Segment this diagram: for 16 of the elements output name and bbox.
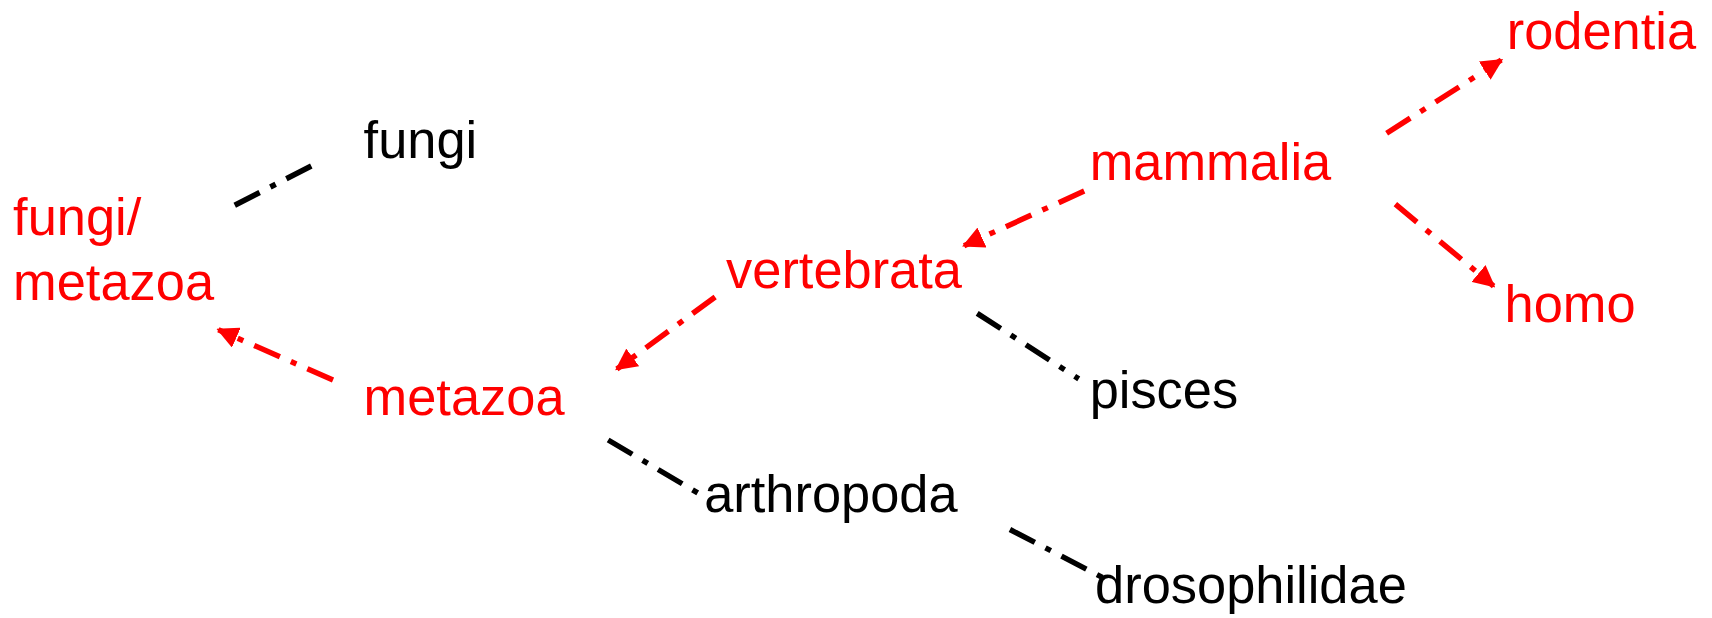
taxon-label: homo <box>1504 273 1636 335</box>
taxon-label: arthropoda <box>704 463 958 525</box>
taxon-label: mammalia <box>1089 132 1332 193</box>
taxon-label: fungi <box>363 110 478 172</box>
taxon-label: drosophilidae <box>1095 554 1407 616</box>
taxon-label: vertebrata <box>726 240 962 302</box>
taxon-label: pisces <box>1089 360 1239 422</box>
arrow <box>615 294 717 372</box>
arrow <box>962 188 1086 249</box>
taxon-label: rodentia <box>1506 1 1697 62</box>
connector-line <box>975 311 1081 382</box>
arrow <box>1393 202 1496 289</box>
arrow <box>1385 57 1504 136</box>
taxon-label: fungi/ metazoa <box>13 186 216 313</box>
arrow <box>216 327 335 383</box>
taxon-label: metazoa <box>363 366 565 428</box>
